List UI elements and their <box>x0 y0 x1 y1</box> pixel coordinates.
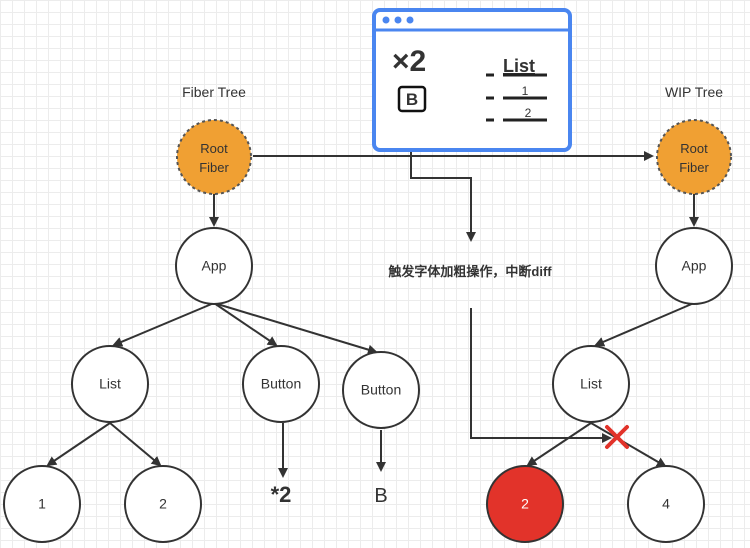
list-title: List <box>503 56 535 76</box>
wip-root-label-1: Root <box>680 141 708 156</box>
fiber-button1-node: Button <box>242 345 320 423</box>
wip-app-node: App <box>655 227 733 305</box>
fiber-tree-title: Fiber Tree <box>182 84 246 100</box>
bold-button[interactable]: B <box>397 85 427 113</box>
edge-wip-list-leaf-red <box>526 422 592 467</box>
interrupt-annotation: 触发字体加粗操作，中断diff <box>387 264 552 279</box>
interrupt-path-bottom <box>470 308 612 443</box>
edge-list-leaf1 <box>46 422 111 467</box>
fiber-leaf1-label: 1 <box>38 496 46 512</box>
wip-list-node: List <box>552 345 630 423</box>
fiber-button2-node: Button <box>342 351 420 429</box>
fiber-button2-label: Button <box>361 382 401 398</box>
wip-tree-title: WIP Tree <box>665 84 723 100</box>
wip-app-label: App <box>682 258 707 274</box>
edge-list-leaf2 <box>109 422 162 467</box>
wip-leaf-red-label: 2 <box>521 496 529 512</box>
fiber-app-node: App <box>175 227 253 305</box>
wip-leaf-red-node: 2 <box>486 465 564 543</box>
fiber-root-label-1: Root <box>200 141 228 156</box>
fiber-list-node: List <box>71 345 149 423</box>
ui-window: ×2 B List 1 2 <box>372 8 572 152</box>
edge-wip-list-leaf4 <box>590 422 667 468</box>
wip-list-label: List <box>580 376 602 392</box>
window-dot-icon <box>382 16 390 24</box>
edge-app-button1 <box>213 302 278 347</box>
button2-output: B <box>374 485 387 507</box>
edge-app-button2 <box>213 302 378 355</box>
fiber-list-label: List <box>99 376 121 392</box>
wip-root-label-2: Fiber <box>679 160 709 175</box>
fiber-root-node: Root Fiber <box>176 119 252 195</box>
edge-app-list <box>112 302 215 347</box>
fiber-leaf2-label: 2 <box>159 496 167 512</box>
fiber-app-label: App <box>202 258 227 274</box>
fiber-button1-label: Button <box>261 376 301 392</box>
button1-output: *2 <box>271 482 292 507</box>
fiber-leaf1-node: 1 <box>3 465 81 543</box>
wip-leaf4-node: 4 <box>627 465 705 543</box>
fiber-root-label-2: Fiber <box>199 160 229 175</box>
fiber-leaf2-node: 2 <box>124 465 202 543</box>
counter-display: ×2 <box>392 45 426 78</box>
list-item-2: 2 <box>525 106 532 120</box>
bold-button-label: B <box>406 90 418 109</box>
wip-leaf4-label: 4 <box>662 496 670 512</box>
interrupt-x-icon <box>605 425 629 449</box>
edge-wip-app-list <box>594 302 695 347</box>
wip-root-node: Root Fiber <box>656 119 732 195</box>
list-item-1: 1 <box>522 84 529 98</box>
window-dot-icon <box>394 16 402 24</box>
window-dot-icon <box>406 16 414 24</box>
